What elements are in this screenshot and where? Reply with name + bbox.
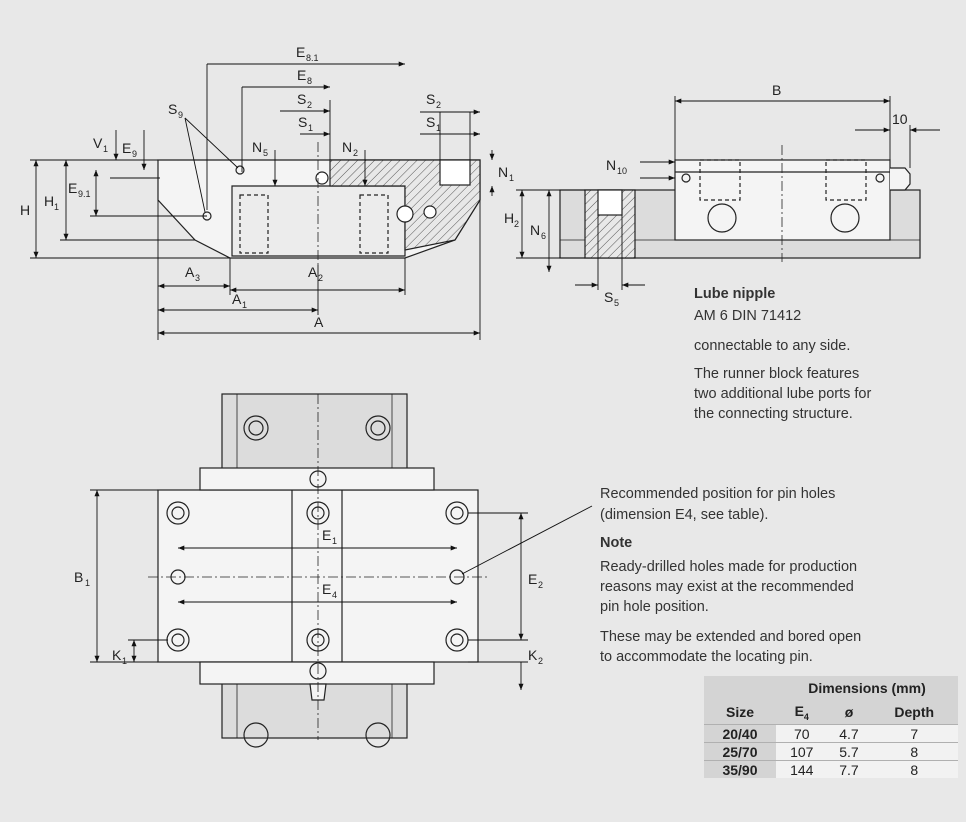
dimensions-table: Dimensions (mm) Size E4 ø Depth 20/40 70… — [704, 676, 958, 798]
svg-text:2: 2 — [436, 100, 441, 110]
label-e9: E — [122, 140, 131, 156]
svg-text:1: 1 — [509, 173, 514, 183]
side-view-dimensions — [516, 96, 940, 290]
label-e2: E — [528, 571, 537, 587]
side-view — [559, 145, 921, 262]
front-view — [157, 142, 481, 265]
table-row: 20/40 70 4.7 7 — [704, 724, 958, 743]
svg-text:8.1: 8.1 — [306, 53, 319, 63]
label-h2: H — [504, 210, 514, 226]
svg-text:5: 5 — [614, 298, 619, 308]
svg-text:1: 1 — [54, 202, 59, 212]
svg-text:2: 2 — [514, 219, 519, 229]
svg-text:5: 5 — [263, 148, 268, 158]
label-n1: N — [498, 164, 508, 180]
svg-text:6: 6 — [541, 231, 546, 241]
label-a3: A — [185, 264, 195, 280]
svg-text:2: 2 — [538, 580, 543, 590]
note-p1-line-3: pin hole position. — [600, 599, 709, 615]
svg-text:9: 9 — [132, 149, 137, 159]
svg-text:2: 2 — [353, 148, 358, 158]
svg-text:1: 1 — [103, 144, 108, 154]
pin-desc-line-1: Recommended position for pin holes — [600, 486, 836, 502]
label-n6: N — [530, 222, 540, 238]
svg-text:1: 1 — [242, 300, 247, 310]
lube-nipple-spec: AM 6 DIN 71412 — [694, 308, 802, 324]
table-group-header: Dimensions (mm) — [776, 676, 958, 700]
label-a1: A — [232, 291, 242, 307]
lube-desc-line-2: two additional lube ports for — [694, 386, 872, 402]
svg-text:2: 2 — [318, 273, 323, 283]
svg-text:1: 1 — [122, 656, 127, 666]
label-e8: E — [297, 67, 306, 83]
table-row: 35/90 144 7.7 8 — [704, 760, 958, 778]
svg-text:1: 1 — [332, 536, 337, 546]
svg-text:8: 8 — [307, 76, 312, 86]
label-10: 10 — [892, 111, 908, 127]
svg-text:10: 10 — [617, 166, 627, 176]
label-h1: H — [44, 193, 54, 209]
note-p2-line-2: to accommodate the locating pin. — [600, 649, 813, 665]
label-v1: V — [93, 135, 103, 151]
label-b1: B — [74, 569, 83, 585]
label-e4: E — [322, 581, 331, 597]
col-e4-header: E4 — [776, 700, 828, 725]
label-e91: E — [68, 180, 77, 196]
svg-text:9: 9 — [178, 110, 183, 120]
label-a: A — [314, 314, 324, 330]
label-s1b: S — [426, 114, 435, 130]
label-a2: A — [308, 264, 318, 280]
note-p1-line-1: Ready-drilled holes made for production — [600, 559, 858, 575]
col-dia-header: ø — [827, 700, 871, 725]
svg-text:3: 3 — [195, 273, 200, 283]
col-size-header: Size — [704, 700, 776, 725]
label-s2b: S — [426, 91, 435, 107]
label-b: B — [772, 82, 781, 98]
note-p1-line-2: reasons may exist at the recommended — [600, 579, 854, 595]
svg-text:2: 2 — [538, 656, 543, 666]
table-row: 25/70 107 5.7 8 — [704, 742, 958, 761]
label-n10: N — [606, 157, 616, 173]
label-k2: K — [528, 647, 538, 663]
label-s5: S — [604, 289, 613, 305]
label-s9: S — [168, 101, 177, 117]
svg-text:4: 4 — [332, 590, 337, 600]
label-e81: E — [296, 44, 305, 60]
label-s1: S — [298, 114, 307, 130]
label-h: H — [20, 202, 30, 218]
lube-nipple-title: Lube nipple — [694, 286, 776, 302]
svg-text:1: 1 — [436, 123, 441, 133]
svg-text:1: 1 — [308, 123, 313, 133]
top-view — [148, 393, 488, 748]
label-e1: E — [322, 527, 331, 543]
label-n5: N — [252, 139, 262, 155]
lube-desc-line-1: The runner block features — [694, 366, 860, 382]
label-k1: K — [112, 647, 122, 663]
note-p2-line-1: These may be extended and bored open — [600, 629, 862, 645]
svg-text:2: 2 — [307, 100, 312, 110]
label-s2: S — [297, 91, 306, 107]
top-view-dimensions — [90, 489, 593, 690]
col-depth-header: Depth — [870, 700, 958, 725]
lube-nipple-connectable: connectable to any side. — [694, 338, 851, 354]
lube-desc-line-3: the connecting structure. — [694, 406, 853, 422]
note-title: Note — [600, 535, 633, 551]
label-n2: N — [342, 139, 352, 155]
svg-text:1: 1 — [85, 578, 90, 588]
rail-profile — [231, 185, 406, 257]
svg-text:9.1: 9.1 — [78, 189, 91, 199]
pin-desc-line-2: (dimension E4, see table). — [600, 507, 769, 523]
front-view-dimensions — [30, 61, 495, 340]
